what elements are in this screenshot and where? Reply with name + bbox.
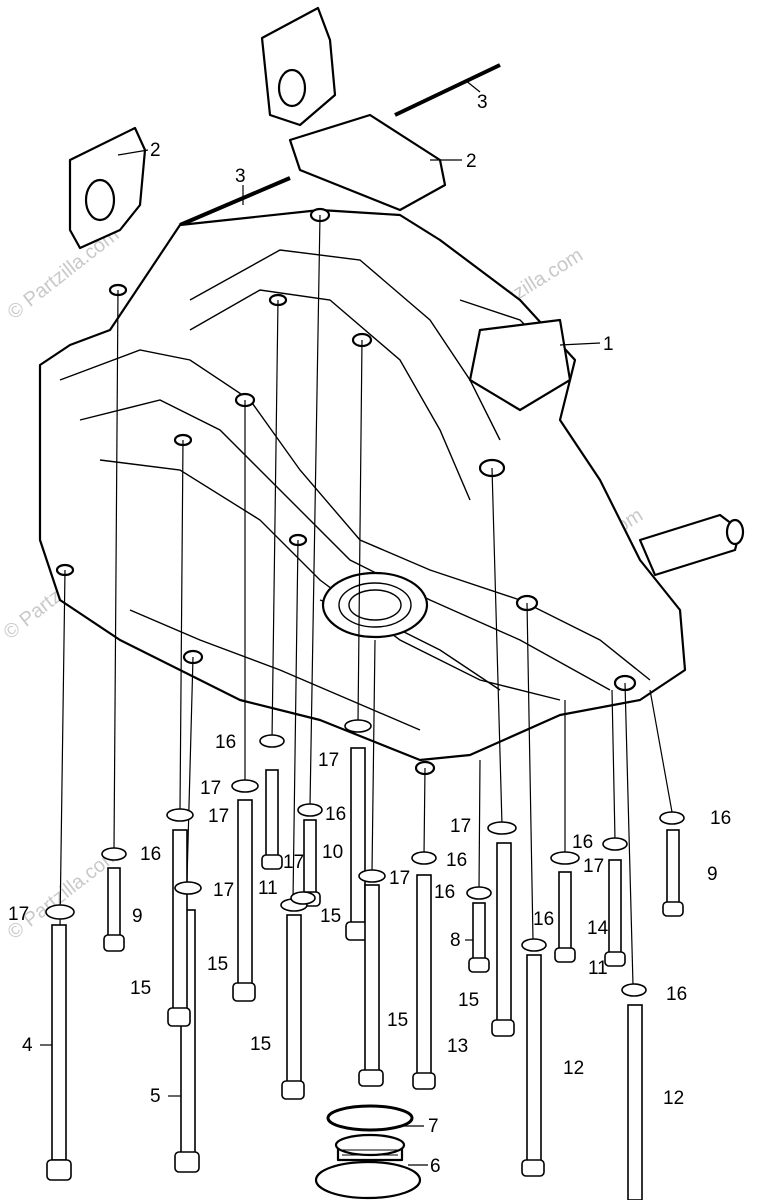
bolt-15 <box>491 467 515 1037</box>
washer <box>659 811 685 825</box>
washer <box>259 734 285 748</box>
callout-15: 15 <box>250 1034 271 1055</box>
washer <box>602 837 628 851</box>
callout-9: 9 <box>707 864 718 885</box>
callout-16: 16 <box>446 850 467 871</box>
bolt-8 <box>468 759 490 973</box>
washer <box>166 808 194 822</box>
washer <box>621 983 647 997</box>
callout-17: 17 <box>318 750 339 771</box>
callout-16: 16 <box>710 808 731 829</box>
callout-14: 14 <box>587 918 609 939</box>
bolt-9 <box>103 289 125 952</box>
callout-16: 16 <box>215 732 236 753</box>
washer <box>521 938 547 952</box>
callout-17: 17 <box>583 856 604 877</box>
callout-17: 17 <box>283 852 304 873</box>
callout-16: 16 <box>434 882 455 903</box>
washer <box>487 821 517 835</box>
bolt-13 <box>412 767 436 1090</box>
callout-15: 15 <box>387 1010 408 1031</box>
washer <box>411 851 437 865</box>
callout-2: 2 <box>150 140 161 161</box>
callout-17: 17 <box>213 880 234 901</box>
washer <box>45 904 75 920</box>
callout-12: 12 <box>663 1088 684 1109</box>
bolt-15 <box>232 400 256 1002</box>
washer <box>174 881 202 895</box>
callout-3: 3 <box>235 166 246 187</box>
callout-16: 16 <box>533 909 554 930</box>
bolt-15 <box>281 539 305 1100</box>
callout-17: 17 <box>8 904 29 925</box>
callout-1: 1 <box>603 334 614 355</box>
callout-17: 17 <box>389 868 410 889</box>
bolt-15 <box>345 339 369 941</box>
callout-8: 8 <box>450 930 461 951</box>
callout-16: 16 <box>325 804 346 825</box>
watermark: © Partzilla.com <box>4 224 124 324</box>
o-ring <box>326 1104 414 1132</box>
callout-4: 4 <box>22 1035 33 1056</box>
washer <box>466 886 492 900</box>
callout-16: 16 <box>572 832 593 853</box>
crankcase-gasket-plate <box>68 6 447 250</box>
callout-15: 15 <box>130 978 151 999</box>
dowel-pin <box>179 63 501 227</box>
washer <box>358 869 386 883</box>
bolt-14 <box>554 700 576 963</box>
washer <box>344 719 372 733</box>
callout-10: 10 <box>322 842 343 863</box>
drain-plug <box>314 1104 422 1200</box>
callout-13: 13 <box>447 1036 468 1057</box>
callout-7: 7 <box>428 1116 439 1137</box>
lower-crankcase <box>38 207 745 776</box>
callout-6: 6 <box>430 1156 441 1177</box>
bolt-11 <box>604 689 626 967</box>
callout-12: 12 <box>563 1058 584 1079</box>
callout-leaders <box>40 79 601 1166</box>
bolt-12 <box>624 682 643 1200</box>
bolt-12 <box>521 602 545 1177</box>
callout-5: 5 <box>150 1086 161 1107</box>
bolt-15 <box>358 639 384 1087</box>
callout-3: 3 <box>477 92 488 113</box>
callout-15: 15 <box>320 906 341 927</box>
callout-labels: 1 2 2 3 3 4 5 6 7 8 9 9 10 11 11 12 12 1… <box>8 92 731 1177</box>
bolt-9 <box>649 689 684 917</box>
callout-17: 17 <box>208 806 229 827</box>
callout-16: 16 <box>666 984 687 1005</box>
bolt-11 <box>261 299 283 870</box>
callout-15: 15 <box>458 990 479 1011</box>
washer <box>297 803 323 817</box>
callout-17: 17 <box>200 778 221 799</box>
callout-11: 11 <box>258 878 278 899</box>
bolts <box>46 214 684 1200</box>
callout-16: 16 <box>140 844 161 865</box>
callout-15: 15 <box>207 954 228 975</box>
callout-2: 2 <box>466 151 477 172</box>
washers <box>45 719 685 997</box>
washer <box>101 847 127 861</box>
callout-17: 17 <box>450 816 471 837</box>
washer <box>231 779 259 793</box>
bolt-4 <box>46 569 72 1181</box>
washer <box>550 851 580 865</box>
callout-9: 9 <box>132 906 143 927</box>
washer <box>290 891 316 905</box>
callout-11: 11 <box>588 958 608 979</box>
bolt-15 <box>167 439 191 1027</box>
